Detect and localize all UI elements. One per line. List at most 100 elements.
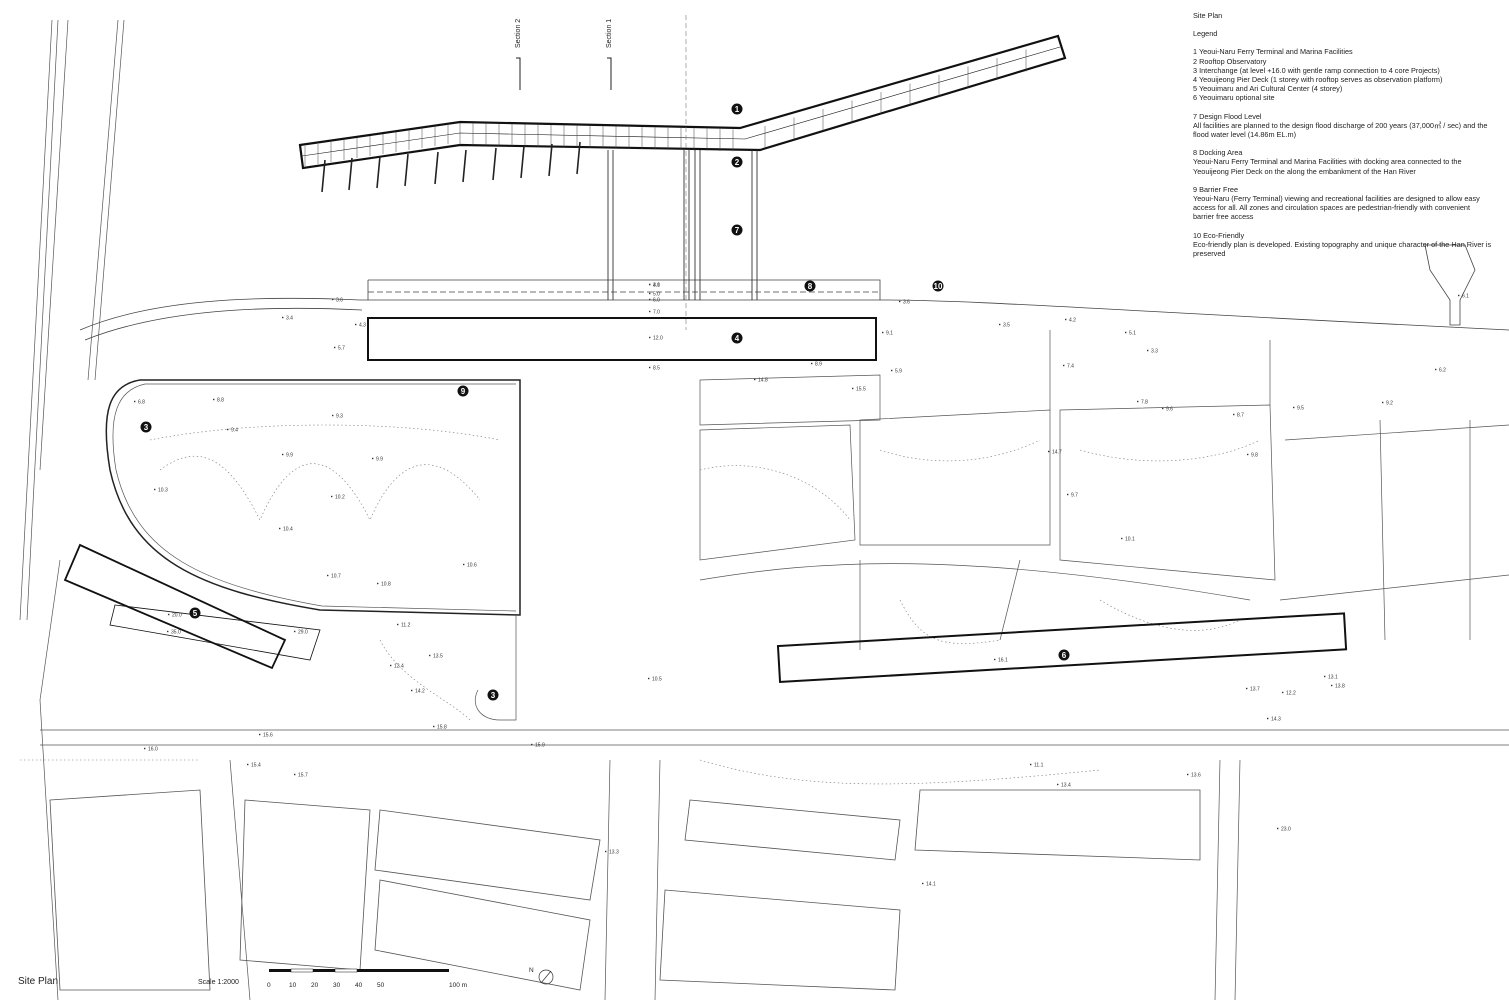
scale-tick: 40	[355, 982, 363, 989]
elevation-point	[227, 428, 229, 431]
spot-elevation: 9.9	[372, 457, 383, 463]
elevation-value: 9.3	[336, 414, 343, 420]
legend-item: 3 Interchange (at level +16.0 with gentl…	[1193, 65, 1440, 75]
spot-elevation: 10.4	[279, 527, 293, 533]
elevation-point	[649, 292, 651, 295]
spot-elevation: 3.4	[282, 316, 293, 322]
elevation-value: 12.0	[653, 336, 663, 342]
elevation-point	[649, 283, 651, 286]
elevation-point	[282, 453, 284, 456]
elevation-value: 12.2	[1286, 691, 1296, 697]
spot-elevation: 5.1	[1125, 331, 1136, 337]
pier-connections	[607, 150, 758, 300]
spot-elevation: 10.7	[327, 574, 341, 580]
elevation-point	[331, 495, 333, 498]
canopy-mullions	[304, 49, 1027, 166]
marker-number: 10	[934, 282, 943, 291]
scale-tick: 50	[377, 982, 385, 989]
note-title: 10 Eco-Friendly	[1193, 230, 1245, 240]
marker-m5: 5	[189, 607, 201, 619]
elevation-value: 3.1	[653, 283, 660, 289]
legend-item: 2 Rooftop Observatory	[1193, 56, 1267, 66]
marker-number: 2	[735, 158, 740, 167]
spot-elevation: 9.7	[1067, 493, 1078, 499]
elevation-point	[1246, 687, 1248, 690]
marker-m7: 7	[731, 224, 743, 236]
marker-m8: 8	[804, 280, 816, 292]
note-title: 7 Design Flood Level	[1193, 111, 1262, 121]
marker-dot	[457, 385, 469, 397]
elevation-point	[1282, 691, 1284, 694]
spot-elevation: 14.1	[922, 882, 936, 888]
scale-label: Scale 1:2000	[198, 979, 239, 986]
elevation-value: 8.5	[653, 366, 660, 372]
spot-elevation: 14.3	[1267, 717, 1281, 723]
spot-elevation: 3.6	[899, 300, 910, 306]
spot-elevation: 10.6	[463, 563, 477, 569]
elevation-value: 13.5	[433, 654, 443, 660]
elevation-point	[377, 582, 379, 585]
elevation-point	[282, 316, 284, 319]
marker-dot	[731, 156, 743, 168]
elevation-point	[811, 362, 813, 365]
elevation-point	[1435, 368, 1437, 371]
elevation-point	[167, 630, 169, 633]
legend-note: 9 Barrier Free Yeoui-Naru (Ferry Termina…	[1193, 185, 1493, 222]
elevation-value: 3.6	[336, 298, 343, 304]
section-1-label: Section 1	[606, 18, 613, 48]
spot-elevation: 12.0	[649, 336, 663, 342]
elevation-value: 13.1	[1328, 675, 1338, 681]
elevation-value: 14.2	[415, 689, 425, 695]
marker-number: 7	[735, 226, 740, 235]
marker-dot	[731, 332, 743, 344]
elevation-value: 9.1	[886, 331, 893, 337]
legend-panel: Site Plan Legend 1 Yeoui-Naru Ferry Term…	[1193, 11, 1493, 267]
elevation-value: 10.5	[652, 677, 662, 683]
elevation-value: 5.7	[338, 346, 345, 352]
elevation-value: 6.1	[1462, 294, 1469, 300]
elevation-point	[1324, 675, 1326, 678]
spot-elevation: 14.7	[1048, 450, 1062, 456]
elevation-point	[1063, 364, 1065, 367]
spot-elevation: 10.2	[331, 495, 345, 501]
elevation-value: 9.4	[231, 428, 238, 434]
elevation-point	[433, 725, 435, 728]
legend-note: 10 Eco-Friendly Eco-friendly plan is dev…	[1193, 231, 1493, 259]
elevation-value: 9.5	[1297, 406, 1304, 412]
spot-elevation: 9.6	[1162, 407, 1173, 413]
marker-dot	[140, 421, 152, 433]
spot-elevation: 7.0	[649, 310, 660, 316]
spot-elevation: 12.4	[390, 664, 404, 670]
elevation-value: 5.0	[653, 292, 660, 298]
elevation-point	[259, 733, 261, 736]
elevation-point	[649, 298, 651, 301]
marker-number: 8	[808, 282, 813, 291]
canopy-piers	[321, 141, 581, 193]
elevation-value: 13.7	[1250, 687, 1260, 693]
elevation-point	[649, 366, 651, 369]
spot-elevation: 10.5	[648, 677, 662, 683]
spot-elevation: 9.4	[227, 428, 238, 434]
elevation-value: 6.8	[138, 400, 145, 406]
spot-elevation: 15.8	[433, 725, 447, 731]
elevation-point	[1147, 349, 1149, 352]
elevation-point	[531, 743, 533, 746]
elevation-value: 14.1	[926, 882, 936, 888]
scale-tick: 20	[311, 982, 319, 989]
elevation-value: 8.9	[815, 362, 822, 368]
canopy-pier	[321, 159, 326, 193]
spot-elevation: 4.3	[355, 323, 366, 329]
spot-elevation: 9.1	[882, 331, 893, 337]
elevation-point	[1247, 453, 1249, 456]
spot-elevation: 6.2	[1435, 368, 1446, 374]
elevation-point	[649, 310, 651, 313]
note-text: Eco-friendly plan is developed. Existing…	[1193, 239, 1492, 259]
elevation-value: 12.4	[394, 664, 404, 670]
elevation-point	[134, 400, 136, 403]
elevation-value: 3.3	[1151, 349, 1158, 355]
elevation-value: 6.2	[1439, 368, 1446, 374]
marker-m4: 4	[731, 332, 743, 344]
canopy-pier	[404, 153, 409, 187]
canopy-pier	[576, 141, 581, 175]
